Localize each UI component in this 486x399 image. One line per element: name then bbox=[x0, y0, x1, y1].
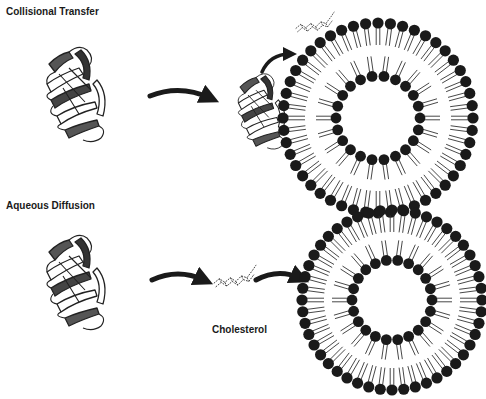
panel-heading: Aqueous Diffusion bbox=[6, 200, 95, 211]
molecule-label: Cholesterol bbox=[212, 324, 267, 335]
panel-heading: Collisional Transfer bbox=[6, 6, 99, 17]
